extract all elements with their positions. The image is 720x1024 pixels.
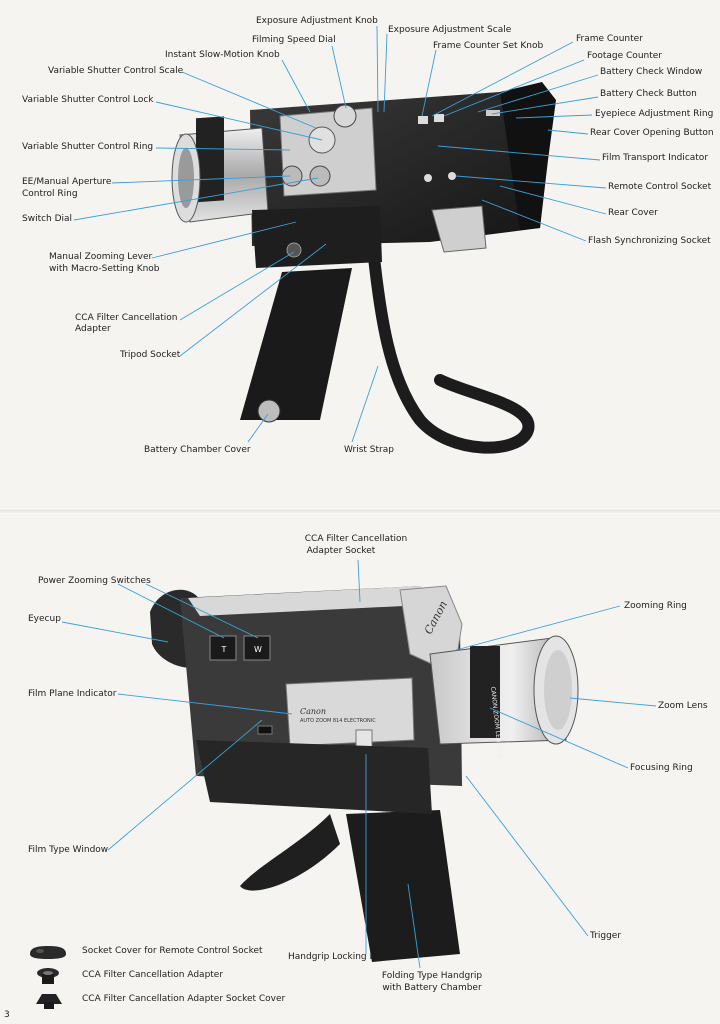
cca-adapter-icon — [37, 968, 59, 984]
label-zooming-ring: Zooming Ring — [624, 601, 687, 611]
label-variable-shutter-control-lock: Variable Shutter Control Lock — [22, 95, 154, 105]
label-handgrip-locking-lever: Handgrip Locking Lever — [288, 952, 395, 962]
label-wrist-strap: Wrist Strap — [344, 445, 394, 455]
camera-brand-panel: Canon — [300, 707, 327, 716]
socket-cover-icon — [30, 946, 66, 959]
camera-model-panel: AUTO ZOOM 814 ELECTRONIC — [300, 718, 376, 724]
legend-text: CCA Filter Cancellation Adapter Socket C… — [82, 994, 286, 1004]
label-exposure-adjustment-knob: Exposure Adjustment Knob — [256, 16, 378, 26]
label-film-transport-indicator: Film Transport Indicator — [602, 153, 709, 163]
label-cca-filter-adapter-line1: CCA Filter Cancellation — [75, 313, 178, 323]
label-battery-chamber-cover: Battery Chamber Cover — [144, 445, 251, 455]
page-number: 3 — [4, 1010, 10, 1020]
label-manual-zooming-lever-line2: with Macro-Setting Knob — [49, 264, 160, 274]
label-power-zooming-switches: Power Zooming Switches — [38, 576, 151, 586]
label-cca-adapter-socket-line1: CCA Filter Cancellation — [304, 534, 408, 544]
label-footage-counter: Footage Counter — [587, 51, 662, 61]
label-eyepiece-adjustment-ring: Eyepiece Adjustment Ring — [595, 109, 714, 119]
label-manual-zooming-lever-line1: Manual Zooming Lever — [49, 252, 153, 262]
wide-zoom-button[interactable]: W — [254, 645, 262, 654]
label-variable-shutter-control-ring: Variable Shutter Control Ring — [22, 142, 154, 152]
label-frame-counter: Frame Counter — [576, 34, 643, 44]
label-battery-check-window: Battery Check Window — [600, 67, 703, 77]
label-remote-control-socket: Remote Control Socket — [608, 182, 712, 192]
label-variable-shutter-control-scale: Variable Shutter Control Scale — [48, 66, 184, 76]
bottom-leader-lines — [61, 559, 657, 969]
top-leader-lines — [73, 25, 607, 443]
tele-zoom-button[interactable]: T — [221, 645, 227, 654]
label-film-type-window: Film Type Window — [28, 845, 109, 855]
label-exposure-adjustment-scale: Exposure Adjustment Scale — [388, 25, 512, 35]
legend-text: CCA Filter Cancellation Adapter — [82, 970, 224, 980]
label-rear-cover-opening-button: Rear Cover Opening Button — [590, 128, 714, 138]
label-flash-synchronizing-socket: Flash Synchronizing Socket — [588, 236, 711, 246]
label-eyecup: Eyecup — [28, 614, 61, 624]
bottom-camera-illustration — [150, 585, 579, 962]
label-film-plane-indicator: Film Plane Indicator — [28, 689, 117, 699]
label-frame-counter-set-knob: Frame Counter Set Knob — [433, 41, 544, 51]
label-folding-handgrip-line2: with Battery Chamber — [382, 983, 482, 993]
label-focusing-ring: Focusing Ring — [630, 763, 693, 773]
label-folding-handgrip-line1: Folding Type Handgrip — [381, 971, 483, 981]
label-switch-dial: Switch Dial — [22, 214, 73, 224]
label-rear-cover: Rear Cover — [608, 208, 658, 218]
legend-text: Socket Cover for Remote Control Socket — [82, 946, 263, 956]
label-trigger: Trigger — [590, 931, 622, 941]
label-filming-speed-dial: Filming Speed Dial — [252, 35, 336, 45]
label-battery-check-button: Battery Check Button — [600, 89, 697, 99]
label-ee-manual-aperture-line1: EE/Manual Aperture — [22, 177, 112, 187]
top-camera-illustration — [171, 82, 556, 454]
cca-socket-cover-icon — [36, 994, 62, 1009]
label-zoom-lens: Zoom Lens — [658, 701, 708, 711]
page-divider — [0, 508, 720, 514]
label-ee-manual-aperture-line2: Control Ring — [22, 189, 78, 199]
label-cca-filter-adapter-line2: Adapter — [75, 324, 111, 334]
label-tripod-socket: Tripod Socket — [120, 350, 181, 360]
label-cca-adapter-socket-line2: Adapter Socket — [306, 546, 376, 556]
label-instant-slow-motion-knob: Instant Slow-Motion Knob — [165, 50, 280, 60]
